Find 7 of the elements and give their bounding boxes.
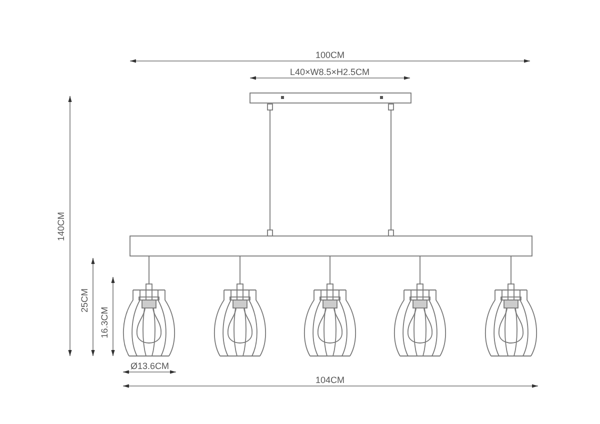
dimension-label: 100CM [314,50,346,60]
dimension-label: 25CM [80,287,90,313]
dimension-label: 104CM [314,376,346,384]
dimension-label: Ø13.6CM [130,362,170,370]
dimension-label: 140CM [56,210,66,242]
dimension-label: 16.3CM [100,305,110,339]
dimension-label: L40×W8.5×H2.5CM [289,68,371,76]
